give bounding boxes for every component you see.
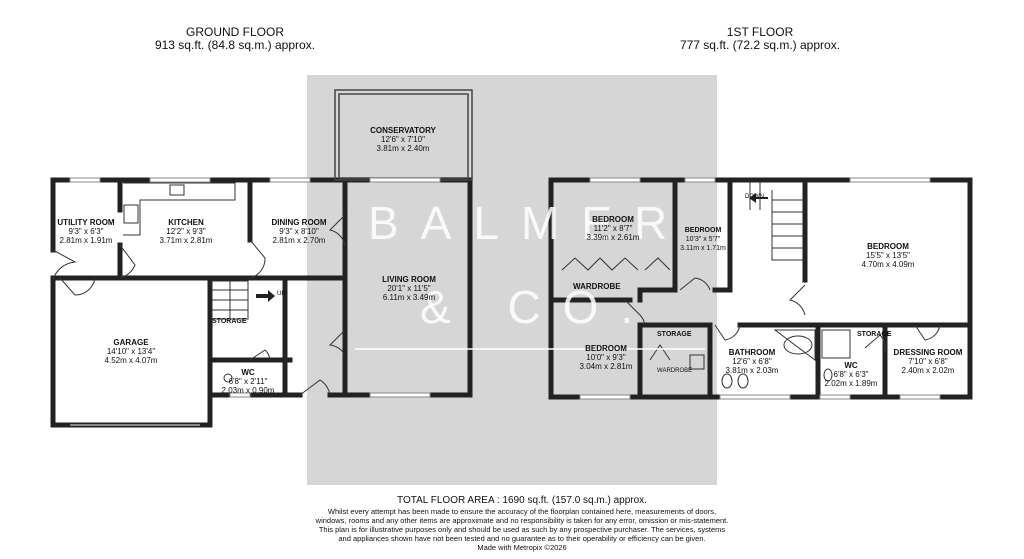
room-conservatory: CONSERVATORY 12'6" x 7'10" 3.81m x 2.40m <box>370 126 436 153</box>
up-label: UP <box>277 291 286 297</box>
first-floor-area: 777 sq.ft. (72.2 sq.m.) approx. <box>679 38 841 52</box>
sink-icon <box>169 184 185 196</box>
room-kitchen: KITCHEN 12'2" x 9'3" 3.71m x 2.81m <box>160 218 213 245</box>
ground-floor-header: GROUND FLOOR 913 sq.ft. (84.8 sq.m.) app… <box>150 26 320 52</box>
room-metric: 3.04m x 2.81m <box>579 362 633 371</box>
first-floor-title: 1ST FLOOR <box>726 25 794 39</box>
basin-icon <box>689 354 705 370</box>
room-name: KITCHEN <box>168 218 204 227</box>
wardrobe-label: WARDROBE <box>573 282 621 291</box>
room-garage: GARAGE 14'10" x 13'4" 4.52m x 4.07m <box>105 338 158 365</box>
room-imperial: 9'3" x 6'3" <box>68 227 104 236</box>
made-with: Made with Metropix ©2026 <box>477 543 567 552</box>
down-arrow-icon <box>749 193 768 203</box>
hob-icon <box>123 204 139 224</box>
room-metric: 3.11m x 1.71m <box>680 245 726 252</box>
ground-floor-door-swings <box>52 214 346 396</box>
room-wc-ground: WC 6'8" x 2'11" 2.03m x 0.90m <box>222 368 275 395</box>
room-name: BATHROOM <box>728 348 776 357</box>
room-metric: 6.11m x 3.49m <box>382 293 436 302</box>
bathroom-fittings <box>689 329 851 389</box>
room-metric: 2.81m x 2.70m <box>272 236 326 245</box>
bath-icon <box>773 329 816 361</box>
room-metric: 4.70m x 4.09m <box>861 260 915 269</box>
room-wc-first: WC 6'8" x 6'3" 2.02m x 1.89m <box>825 361 878 388</box>
room-metric: 2.40m x 2.02m <box>901 366 955 375</box>
room-name: BEDROOM <box>684 227 722 234</box>
room-name: LIVING ROOM <box>382 275 436 284</box>
room-imperial: 9'3" x 8'10" <box>279 227 319 236</box>
room-name: CONSERVATORY <box>370 126 436 135</box>
room-bedroom-2: BEDROOM 10'3" x 5'7" 3.11m x 1.71m <box>680 226 726 253</box>
room-bedroom-3: BEDROOM 15'5" x 13'5" 4.70m x 4.09m <box>862 242 915 269</box>
first-floor-door-swings <box>561 257 941 361</box>
room-imperial: 12'6" x 7'10" <box>381 135 425 144</box>
room-imperial: 14'10" x 13'4" <box>106 347 156 356</box>
room-name: DINING ROOM <box>271 218 327 227</box>
room-metric: 3.71m x 2.81m <box>159 236 213 245</box>
room-name: WC <box>241 368 255 377</box>
room-metric: 2.03m x 0.90m <box>221 386 275 395</box>
first-floor-stairs <box>749 182 805 261</box>
room-imperial: 20'1" x 11'5" <box>387 284 431 293</box>
room-living: LIVING ROOM 20'1" x 11'5" 6.11m x 3.49m <box>382 275 436 302</box>
wardrobe-small-label: WARDROBE <box>657 368 693 374</box>
watermark-line1: BALMER <box>368 197 690 249</box>
first-storage-label: STORAGE <box>657 331 692 338</box>
ground-floor-title: GROUND FLOOR <box>185 25 284 39</box>
ground-floor-area: 913 sq.ft. (84.8 sq.m.) approx. <box>154 38 316 52</box>
total-floor-area: TOTAL FLOOR AREA : 1690 sq.ft. (157.0 sq… <box>397 495 647 506</box>
room-metric: 3.81m x 2.03m <box>725 366 779 375</box>
first-floor-windows <box>579 177 941 400</box>
first-floor-header: 1ST FLOOR 777 sq.ft. (72.2 sq.m.) approx… <box>660 26 860 52</box>
up-arrow-icon <box>256 290 275 302</box>
room-metric: 3.81m x 2.40m <box>376 144 430 153</box>
room-dining: DINING ROOM 9'3" x 8'10" 2.81m x 2.70m <box>271 218 326 245</box>
room-imperial: 7'10" x 6'8" <box>908 357 948 366</box>
bidet-icon <box>737 373 749 389</box>
kitchen-fittings <box>123 182 236 236</box>
room-imperial: 15'5" x 13'5" <box>866 251 910 260</box>
ground-floor-stairs <box>211 280 249 320</box>
room-bathroom: BATHROOM 12'6" x 6'8" 3.81m x 2.03m <box>726 348 779 375</box>
first-storage-label-2: STORAGE <box>857 331 892 338</box>
room-name: DRESSING ROOM <box>893 348 963 357</box>
ground-floor-windows <box>69 177 441 398</box>
room-name: BEDROOM <box>867 242 909 251</box>
disclaimer: Whilst every attempt has been made to en… <box>312 507 732 552</box>
room-imperial: 10'0" x 9'3" <box>586 353 626 362</box>
toilet-icon <box>223 373 233 383</box>
room-imperial: 6'8" x 2'11" <box>228 377 268 386</box>
room-name: WC <box>844 361 858 370</box>
watermark-band <box>307 75 717 485</box>
room-imperial: 6'8" x 6'3" <box>833 370 869 379</box>
room-metric: 2.02m x 1.89m <box>824 379 878 388</box>
disclaimer-text: Whilst every attempt has been made to en… <box>315 507 729 543</box>
room-metric: 3.39m x 2.61m <box>586 233 640 242</box>
room-metric: 4.52m x 4.07m <box>104 356 158 365</box>
toilet-icon <box>721 373 733 389</box>
room-name: GARAGE <box>113 338 149 347</box>
room-imperial: 12'2" x 9'3" <box>166 227 206 236</box>
room-name: BEDROOM <box>592 215 634 224</box>
room-imperial: 10'3" x 5'7" <box>685 236 721 243</box>
room-utility: UTILITY ROOM 9'3" x 6'3" 2.81m x 1.91m <box>57 218 114 245</box>
room-metric: 2.81m x 1.91m <box>59 236 113 245</box>
ground-storage-label: STORAGE <box>212 318 247 325</box>
shower-icon <box>821 329 851 359</box>
down-label: DOWN <box>745 194 764 200</box>
room-imperial: 12'6" x 6'8" <box>732 357 772 366</box>
room-name: BEDROOM <box>585 344 627 353</box>
room-imperial: 11'2" x 8'7" <box>593 224 633 233</box>
room-bedroom-4: BEDROOM 10'0" x 9'3" 3.04m x 2.81m <box>580 344 633 371</box>
room-name: UTILITY ROOM <box>57 218 115 227</box>
room-dressing: DRESSING ROOM 7'10" x 6'8" 2.40m x 2.02m <box>894 348 963 375</box>
watermark-line2: & CO. <box>420 281 656 333</box>
room-bedroom-1: BEDROOM 11'2" x 8'7" 3.39m x 2.61m <box>587 215 640 242</box>
